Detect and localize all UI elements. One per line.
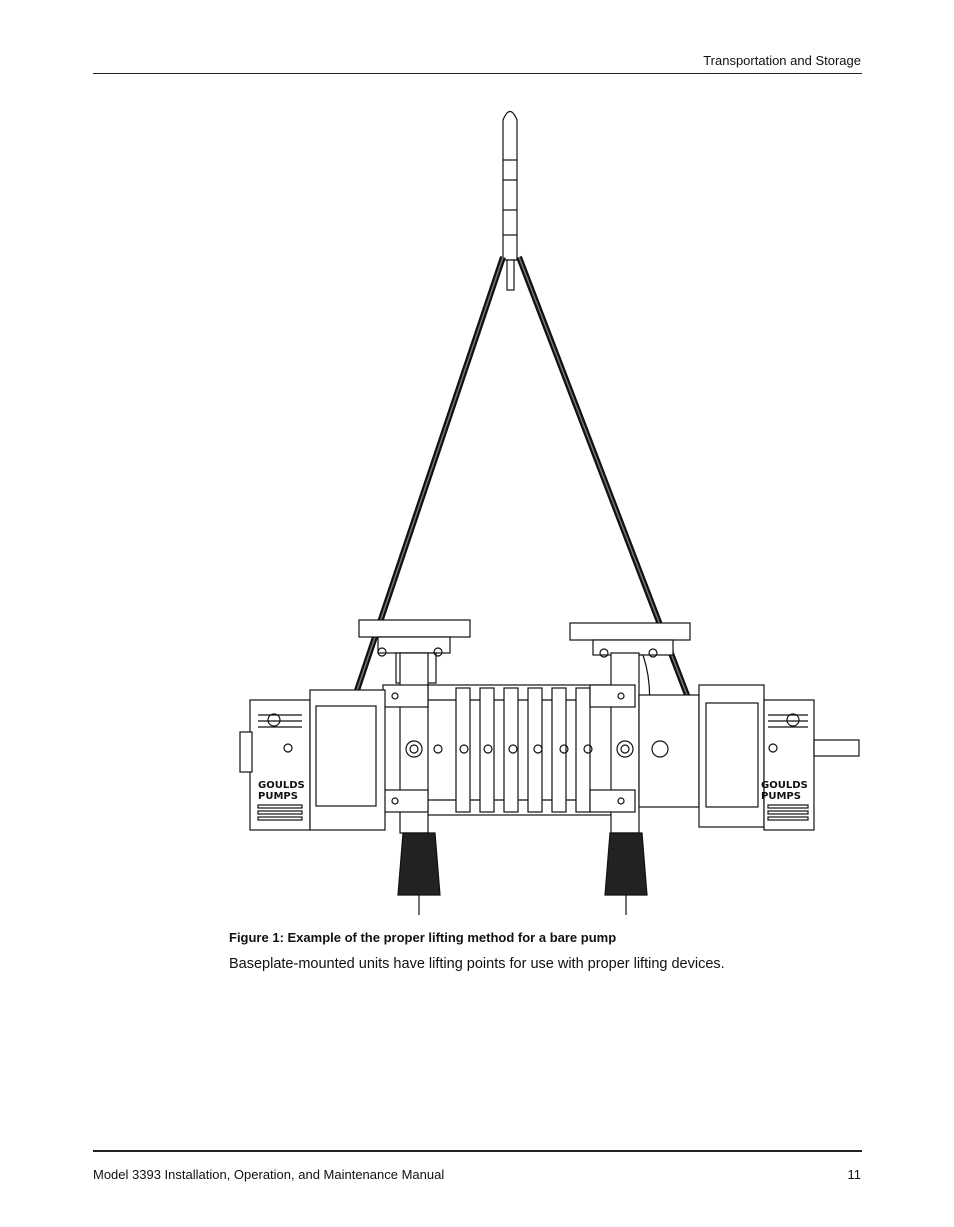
logo-right-line1: GOULDS (761, 780, 808, 791)
pump-lifting-illustration: GOULDS PUMPS GOULDS PUMPS (239, 110, 860, 915)
right-bearing-housing (698, 684, 860, 831)
figure-caption: Figure 1: Example of the proper lifting … (229, 930, 617, 945)
discharge-casing (638, 694, 700, 808)
right-support-bracket (589, 652, 640, 834)
footer-manual-title: Model 3393 Installation, Operation, and … (93, 1167, 445, 1182)
header-rule (93, 73, 862, 74)
logo-left-line2: PUMPS (258, 791, 298, 802)
lifting-figure: GOULDS PUMPS GOULDS PUMPS (228, 100, 868, 922)
pump-feet (397, 832, 648, 915)
logo-right-line2: PUMPS (761, 791, 801, 802)
left-support-bracket (382, 652, 429, 834)
footer-rule (93, 1150, 862, 1152)
page-number: 11 (847, 1167, 862, 1182)
left-bearing-housing (239, 689, 386, 831)
crane-hook (502, 110, 518, 291)
logo-left-line1: GOULDS (258, 780, 305, 791)
body-paragraph: Baseplate-mounted units have lifting poi… (229, 956, 725, 972)
running-header-title: Transportation and Storage (703, 53, 861, 68)
shaft-end (813, 739, 860, 757)
